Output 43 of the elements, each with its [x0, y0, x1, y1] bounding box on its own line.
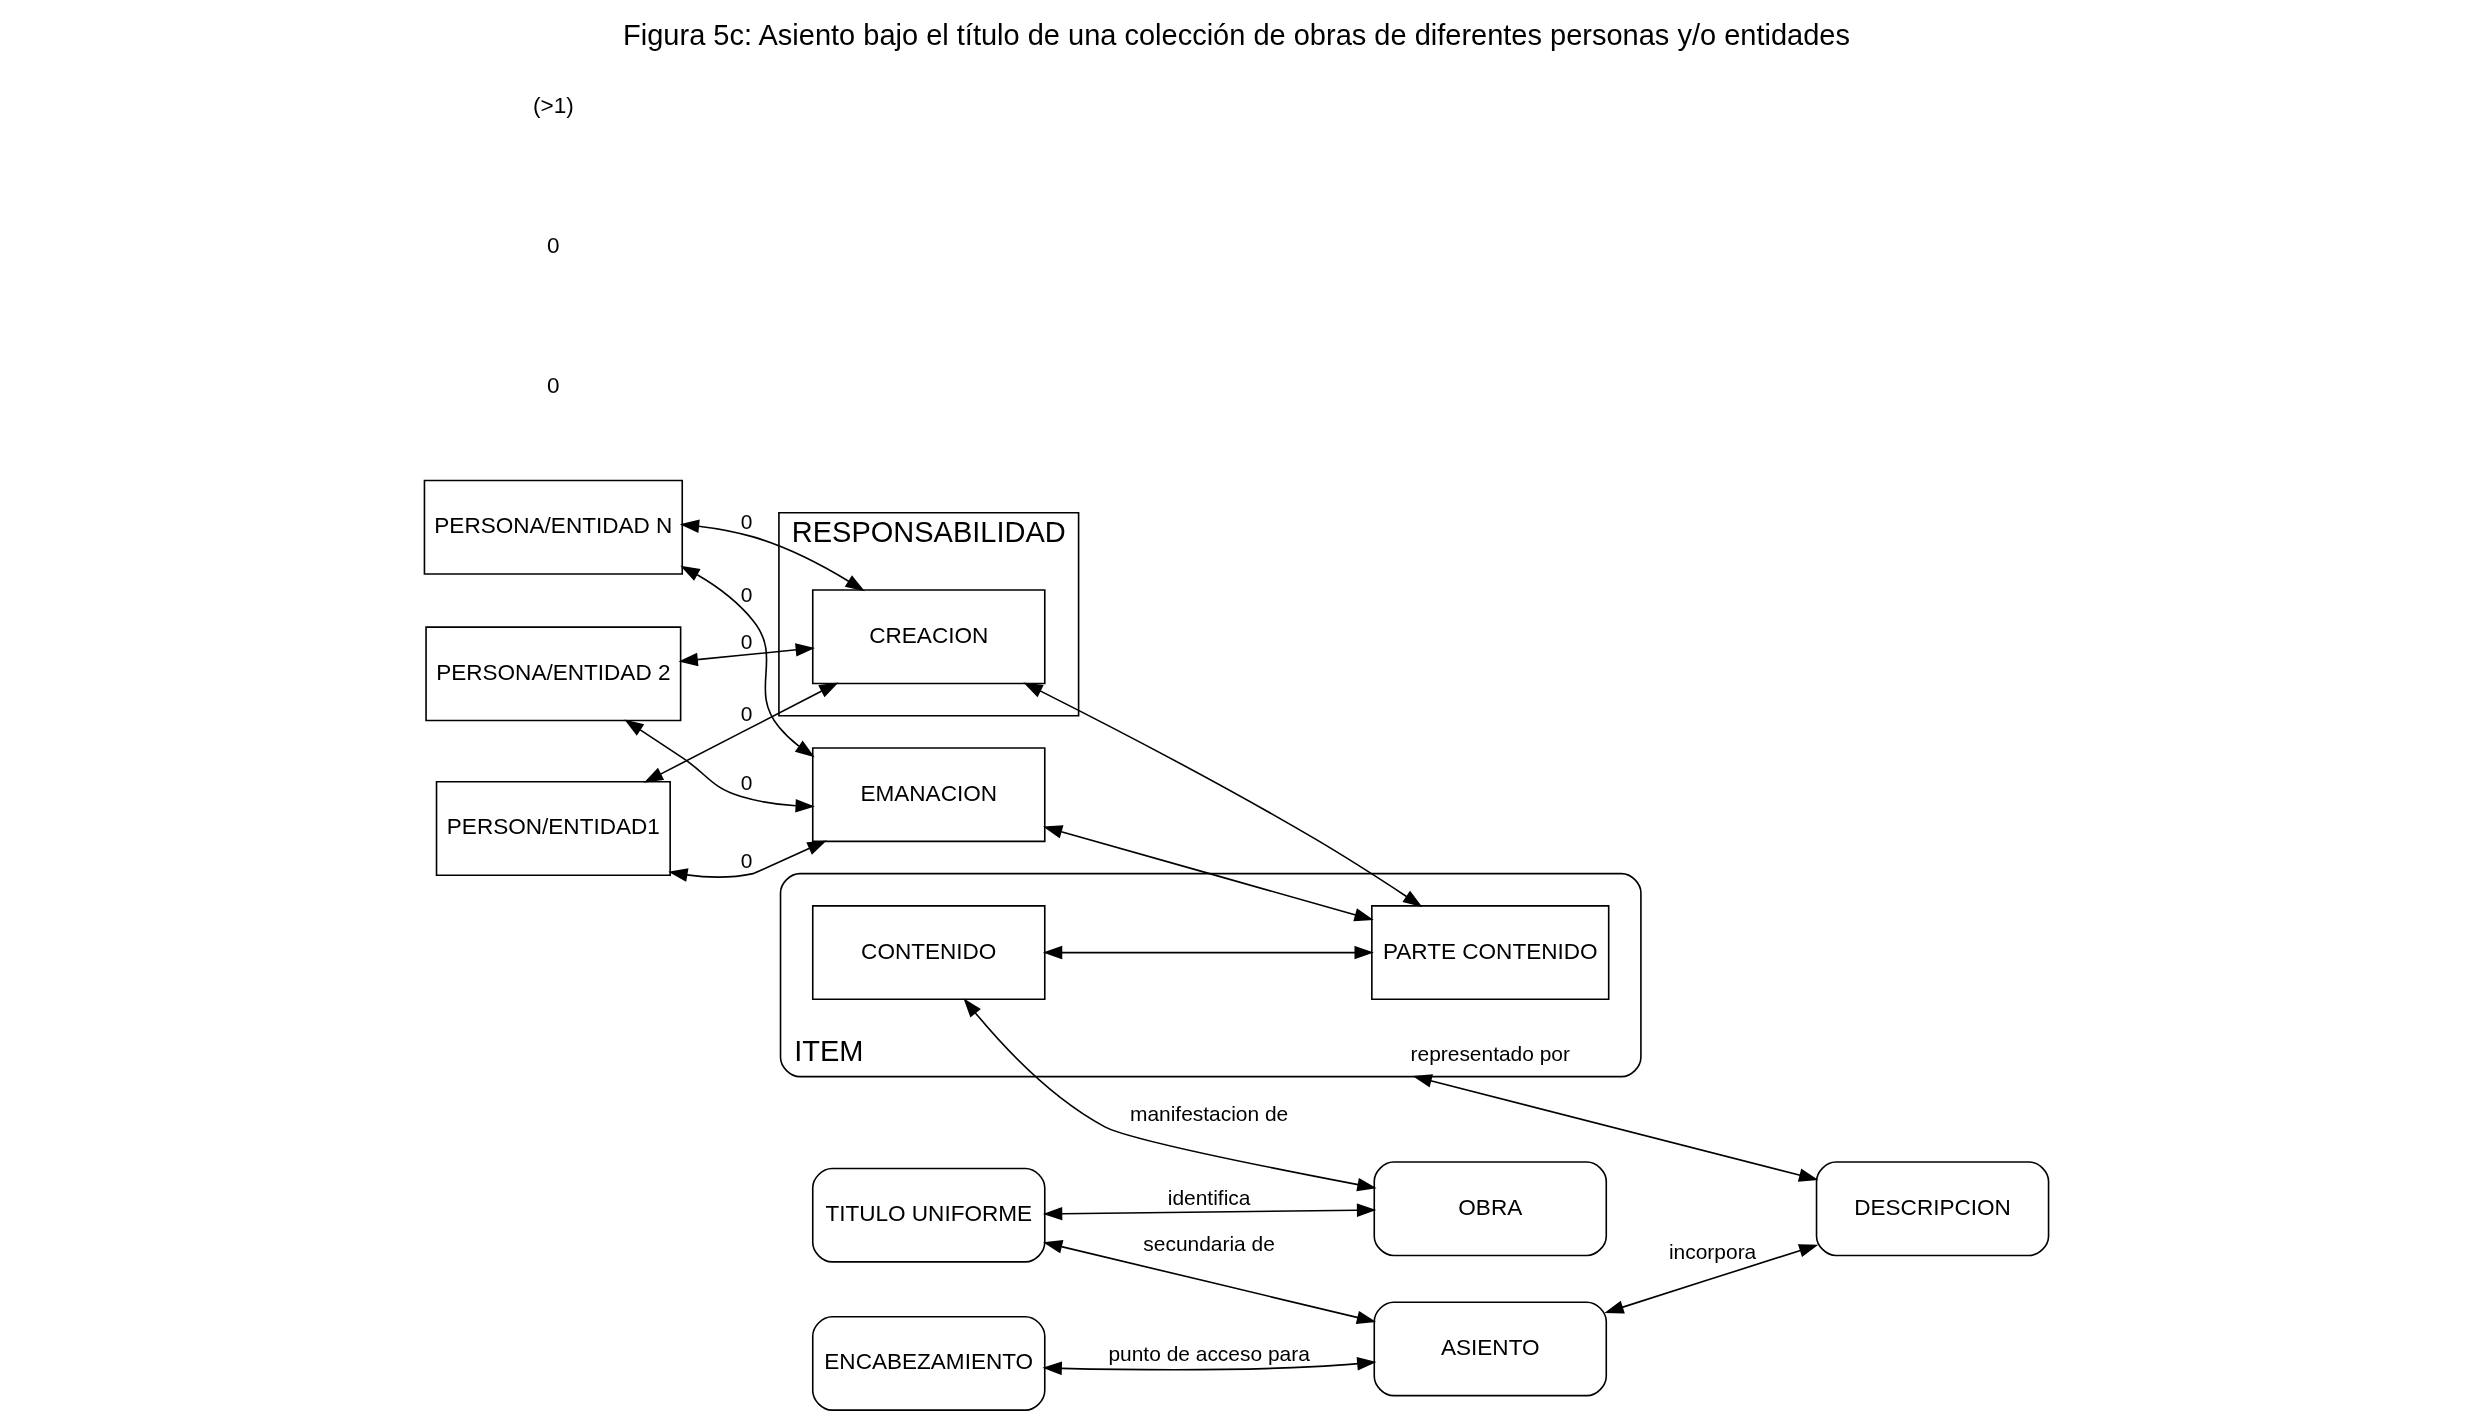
arrow: [668, 840, 827, 882]
node-box: PERSONA/ENTIDAD 2: [425, 626, 682, 722]
arrow: [1412, 1074, 1819, 1182]
arrow: [1043, 1240, 1377, 1325]
arrow: [624, 719, 815, 813]
label: 0: [547, 372, 560, 398]
node-box: PERSON/ENTIDAD1: [435, 780, 671, 877]
node-box: TITULO UNIFORME: [811, 1167, 1046, 1263]
node-box: CREACION: [811, 589, 1046, 685]
node-box: EMANACION: [811, 747, 1046, 843]
edge-label: representado por: [1410, 1042, 1570, 1066]
edge-label: 0: [740, 629, 753, 653]
edge-label: 0: [740, 510, 753, 534]
arrow: [678, 643, 815, 667]
arrow: [679, 519, 865, 592]
arrow: [1023, 682, 1423, 907]
node-box: CONTENIDO: [811, 905, 1046, 1001]
node-box: PARTE CONTENIDO: [1371, 905, 1610, 1001]
edge-label: 0: [740, 702, 753, 726]
arrow: [680, 565, 815, 758]
edge-label: identifica: [1167, 1185, 1251, 1209]
edge-label: secundaria de: [1143, 1232, 1275, 1256]
edge-label: 0: [740, 582, 753, 606]
edge-label: manifestacion de: [1129, 1101, 1289, 1125]
label: (>1): [532, 92, 574, 118]
arrow: [1042, 1203, 1377, 1221]
node-box: ASIENTO: [1373, 1301, 1608, 1397]
arrow: [1042, 945, 1374, 960]
edge-label: 0: [740, 848, 753, 872]
arrow: [643, 682, 839, 783]
label: 0: [547, 232, 560, 258]
arrow: [1604, 1244, 1819, 1314]
node-box: DESCRIPCION: [1815, 1161, 2050, 1257]
node-box: ENCABEZAMIENTO: [811, 1315, 1046, 1411]
edge-label: 0: [740, 771, 753, 795]
diagram-title: Figura 5c: Asiento bajo el título de una colección de obras de diferentes personas y/o entidades: [623, 18, 1850, 51]
arrow: [1042, 1356, 1377, 1376]
node-box: OBRA: [1373, 1161, 1608, 1257]
node-box: PERSONA/ENTIDAD N: [423, 479, 684, 575]
edge-label: incorpora: [1668, 1240, 1757, 1264]
arrow: [1043, 825, 1374, 922]
arrow: [963, 998, 1377, 1192]
edge-label: punto de acceso para: [1108, 1341, 1310, 1365]
